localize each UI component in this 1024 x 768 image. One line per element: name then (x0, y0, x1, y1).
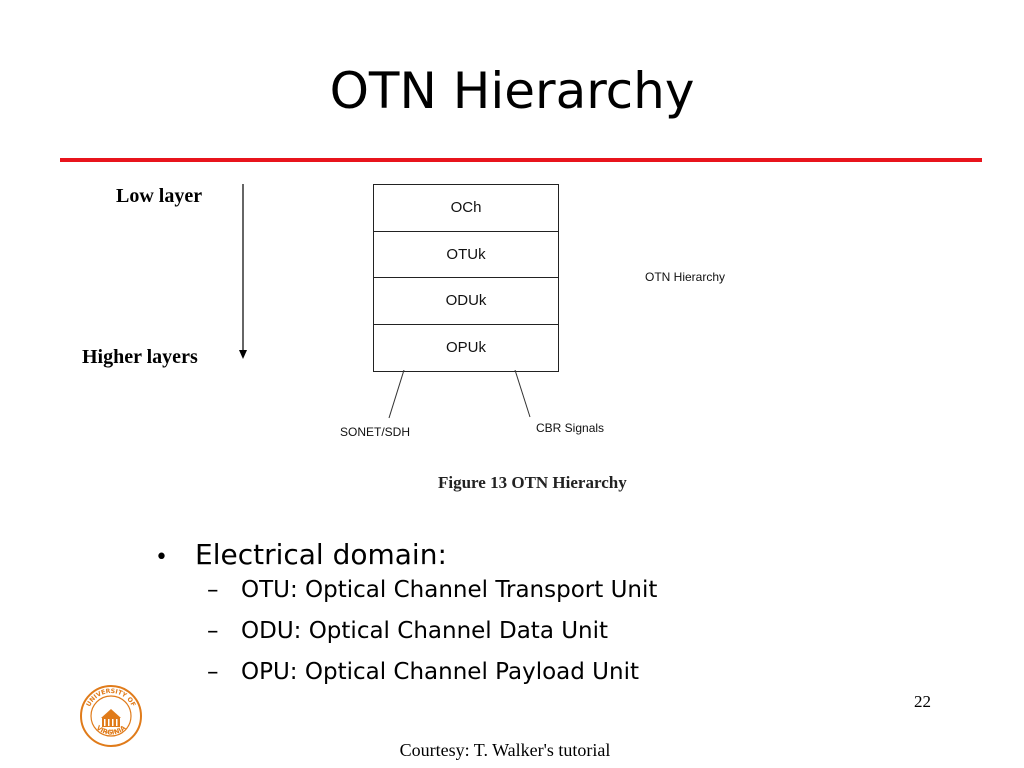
layer-opuk: OPUk (445, 339, 486, 357)
bullet-list: • Electrical domain: – OTU: Optical Chan… (155, 538, 657, 700)
signal-connector-lines (388, 370, 531, 419)
dash-marker: – (207, 577, 219, 603)
seal-year: 1819 (105, 729, 117, 735)
sub-bullet-otu: – OTU: Optical Channel Transport Unit (207, 577, 657, 618)
dash-marker: – (207, 659, 219, 685)
sub-bullet-text: OPU: Optical Channel Payload Unit (241, 659, 639, 685)
sub-bullet-text: ODU: Optical Channel Data Unit (241, 618, 609, 644)
sub-bullet-opu: – OPU: Optical Channel Payload Unit (207, 659, 657, 700)
page-number: 22 (914, 692, 931, 711)
layer-oduk: ODUk (374, 278, 558, 325)
bullet-electrical-domain: • Electrical domain: (155, 538, 657, 571)
sonet-sdh-label: SONET/SDH (340, 425, 411, 439)
title-underline (60, 158, 982, 162)
slide-title: OTN Hierarchy (329, 62, 695, 120)
figure-caption: Figure 13 OTN Hierarchy (438, 473, 627, 492)
bullet-marker: • (155, 545, 168, 570)
layer-och: OCh (374, 185, 558, 232)
low-layer-label: Low layer (116, 185, 203, 207)
sub-bullet-odu: – ODU: Optical Channel Data Unit (207, 618, 657, 659)
cbr-signals-label: CBR Signals (536, 421, 605, 435)
university-seal-logo: UNIVERSITY OF VIRGINIA 1819 (80, 685, 142, 747)
otn-layer-stack: OCh OTUk ODUk OPUk (373, 184, 559, 372)
dash-marker: – (207, 618, 219, 644)
seal-bottom-text: VIRGINIA (95, 724, 128, 737)
svg-text:VIRGINIA: VIRGINIA (95, 724, 128, 737)
sub-bullet-text: OTU: Optical Channel Transport Unit (241, 577, 658, 603)
layer-direction-arrow (239, 184, 247, 359)
layer-otuk: OTUk (374, 232, 558, 278)
otn-hierarchy-side-label: OTN Hierarchy (645, 270, 726, 284)
bullet-text: Electrical domain: (195, 538, 447, 571)
sub-bullet-list: – OTU: Optical Channel Transport Unit – … (207, 577, 657, 700)
higher-layers-label: Higher layers (82, 346, 198, 368)
courtesy-footer: Courtesy: T. Walker's tutorial (399, 740, 611, 760)
